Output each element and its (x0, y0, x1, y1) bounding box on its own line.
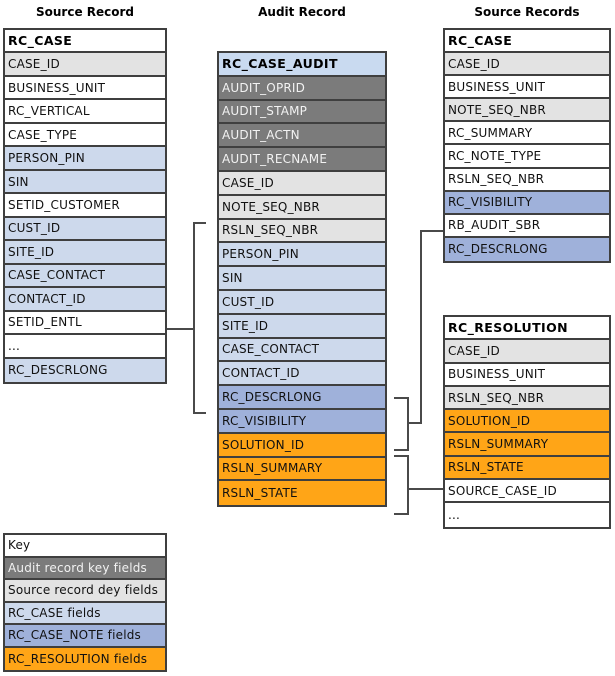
field-row: SOURCE_CASE_ID (445, 480, 609, 504)
field-row: RSLN_SUMMARY (445, 433, 609, 457)
field-row: BUSINESS_UNIT (445, 76, 609, 100)
field-row: RSLN_SEQ_NBR (219, 219, 385, 244)
field-row: ... (445, 503, 609, 527)
field-row: Audit record key fields (5, 557, 165, 580)
field-row: Source record dey fields (5, 580, 165, 603)
field-row: SIN (5, 170, 165, 195)
connector-resolution-to-table-line (407, 488, 443, 490)
field-row: SOLUTION_ID (219, 433, 385, 458)
connector-note-bracket (407, 397, 409, 451)
connector-resolution-bracket-bottom-stub (394, 513, 409, 515)
field-row: RC_VISIBILITY (445, 191, 609, 215)
field-row: AUDIT_ACTN (219, 124, 385, 149)
field-row: AUDIT_OPRID (219, 76, 385, 101)
connector-source-to-audit-bottom-stub (193, 412, 206, 414)
field-row: NOTE_SEQ_NBR (219, 195, 385, 220)
field-row: CASE_ID (5, 53, 165, 77)
field-row: CASE_CONTACT (219, 338, 385, 363)
field-row: RC_CASE fields (5, 602, 165, 625)
field-row: RSLN_SEQ_NBR (445, 386, 609, 411)
record-name-row: RC_CASE (445, 30, 609, 54)
field-row: RC_DESCRLONG (5, 358, 165, 383)
field-row: CASE_ID (445, 53, 609, 77)
field-row: Key (5, 535, 165, 558)
column-title-audit-record: Audit Record (258, 5, 346, 19)
field-row: SOLUTION_ID (445, 410, 609, 434)
field-row: AUDIT_RECNAME (219, 148, 385, 172)
field-row: RC_VERTICAL (5, 100, 165, 124)
connector-source-to-audit-line (167, 328, 195, 330)
field-row: RSLN_SEQ_NBR (445, 168, 609, 192)
field-row: RC_SUMMARY (445, 122, 609, 146)
field-row: CUST_ID (219, 290, 385, 315)
field-row: CASE_TYPE (5, 123, 165, 148)
connector-note-riser (420, 230, 422, 424)
field-row: RC_VISIBILITY (219, 409, 385, 434)
connector-note-to-table-stub (420, 230, 443, 232)
column-title-source-records: Source Records (474, 5, 580, 19)
field-row: PERSON_PIN (219, 243, 385, 268)
field-row: CONTACT_ID (219, 362, 385, 387)
field-row: RSLN_STATE (219, 481, 385, 506)
record-name-row: RC_RESOLUTION (445, 317, 609, 341)
field-row: SITE_ID (219, 314, 385, 339)
record-name-row: RC_CASE (5, 30, 165, 54)
field-row: BUSINESS_UNIT (5, 76, 165, 101)
field-row: SETID_ENTL (5, 311, 165, 336)
connector-source-to-audit-top-stub (193, 222, 206, 224)
field-row: RSLN_SUMMARY (219, 457, 385, 482)
field-row: RB_AUDIT_SBR (445, 214, 609, 238)
record-name-row: RC_CASE_AUDIT (219, 53, 385, 77)
field-row: CASE_ID (219, 171, 385, 196)
connector-note-elbow (407, 422, 422, 424)
field-row: AUDIT_STAMP (219, 100, 385, 125)
field-row: SIN (219, 267, 385, 291)
field-row: CUST_ID (5, 217, 165, 242)
connector-source-to-audit-bracket (193, 222, 195, 414)
field-row: CASE_ID (445, 340, 609, 364)
connector-resolution-bracket (407, 455, 409, 515)
connector-note-bracket-top-stub (394, 397, 409, 399)
field-row: ... (5, 335, 165, 359)
field-row: BUSINESS_UNIT (445, 363, 609, 387)
field-row: SITE_ID (5, 241, 165, 265)
field-row: CONTACT_ID (5, 288, 165, 312)
field-row: RC_DESCRLONG (219, 386, 385, 410)
connector-resolution-bracket-top-stub (394, 455, 409, 457)
field-row: RC_NOTE_TYPE (445, 145, 609, 169)
field-row: RC_RESOLUTION fields (5, 647, 165, 670)
field-row: PERSON_PIN (5, 147, 165, 171)
field-row: CASE_CONTACT (5, 264, 165, 289)
field-row: SETID_CUSTOMER (5, 194, 165, 218)
field-row: NOTE_SEQ_NBR (445, 99, 609, 123)
field-row: RC_CASE_NOTE fields (5, 625, 165, 648)
connector-note-bracket-bottom-stub (394, 449, 409, 451)
column-title-source-record: Source Record (35, 5, 135, 19)
field-row: RC_DESCRLONG (445, 237, 609, 261)
field-row: RSLN_STATE (445, 456, 609, 481)
